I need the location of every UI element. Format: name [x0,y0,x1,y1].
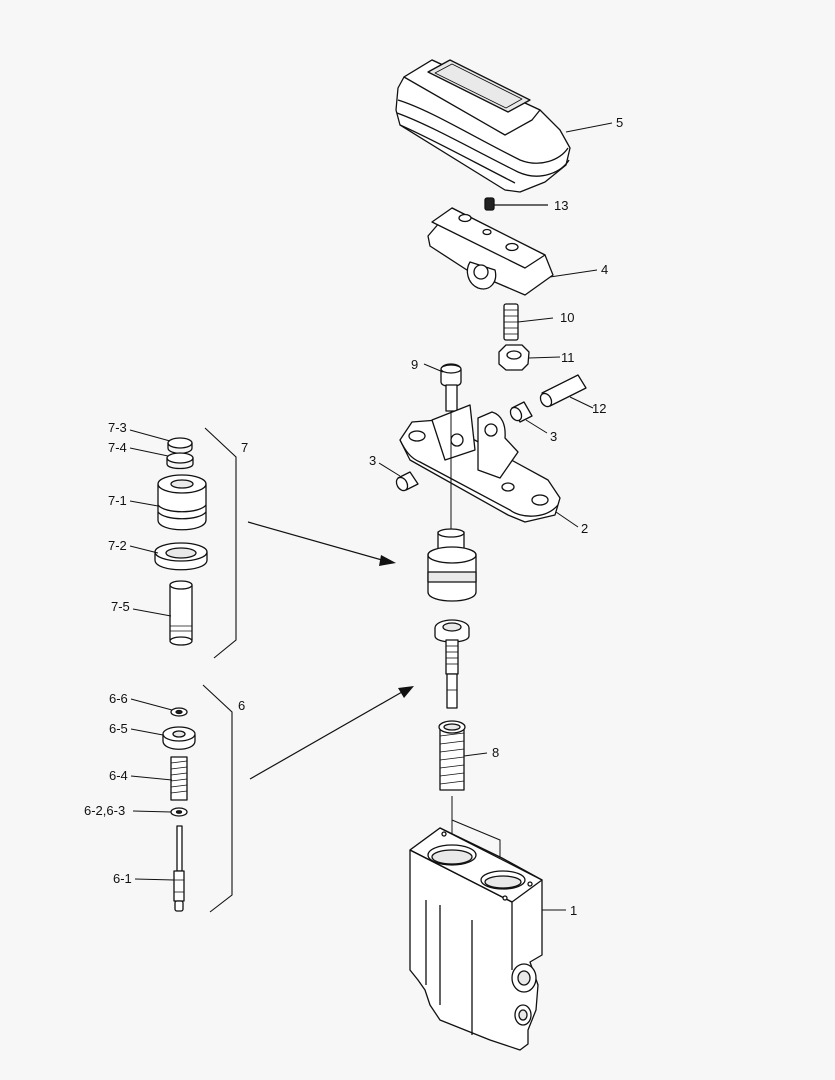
label-part-7-2: 7-2 [108,538,127,553]
leader-lines [129,122,613,911]
part-7-5-piston [169,580,193,646]
part-3-bushing-lower [395,471,419,492]
part-1-valve-body [409,827,543,1051]
part-3-bushing-upper [509,401,533,423]
part-8-return-spring [438,720,466,791]
part-10-threaded-stud [503,303,519,341]
part-6-2-6-3-washer [170,807,188,817]
label-group-6: 6 [238,698,245,713]
plunger-cap [427,528,477,602]
part-7-1-plug [157,474,207,531]
part-7-4-ring [166,452,194,470]
label-part-4: 4 [601,262,608,277]
part-2-bracket-plate [399,404,561,523]
label-part-6-6: 6-6 [109,691,128,706]
part-6-6-washer [170,707,188,717]
label-part-3-lower: 3 [369,453,376,468]
label-part-7-3: 7-3 [108,420,127,435]
label-part-1: 1 [570,903,577,918]
label-part-7-1: 7-1 [108,493,127,508]
part-6-1-spool [173,825,185,912]
part-7-2-seal [154,542,208,571]
label-part-2: 2 [581,521,588,536]
label-part-6-1: 6-1 [113,871,132,886]
label-part-12: 12 [592,401,606,416]
part-5-rubber-boot [395,59,571,193]
label-part-10: 10 [560,310,574,325]
label-part-8: 8 [492,745,499,760]
label-part-9: 9 [411,357,418,372]
label-part-13: 13 [554,198,568,213]
part-9-cap-bolt [440,363,462,412]
part-7-3-snap-ring [167,437,193,454]
label-part-6-2-6-3: 6-2,6-3 [84,803,125,818]
label-part-7-5: 7-5 [111,599,130,614]
label-part-11: 11 [561,350,575,365]
label-part-6-4: 6-4 [109,768,128,783]
group-6-arrow [249,686,414,780]
label-part-6-5: 6-5 [109,721,128,736]
group-7-bracket [204,427,237,659]
part-12-pin [539,374,587,408]
part-6-5-spring-seat [162,726,196,750]
label-part-7-4: 7-4 [108,440,127,455]
part-6-4-spring [170,756,188,801]
group-7-arrow [247,521,396,566]
part-13-set-screw [484,197,548,211]
group-6-bracket [202,684,233,913]
part-11-nut [498,344,530,371]
part-4-lever-plate [427,207,554,296]
label-part-5: 5 [616,115,623,130]
label-group-7: 7 [241,440,248,455]
spool-assembly [434,619,470,709]
label-part-3-upper: 3 [550,429,557,444]
